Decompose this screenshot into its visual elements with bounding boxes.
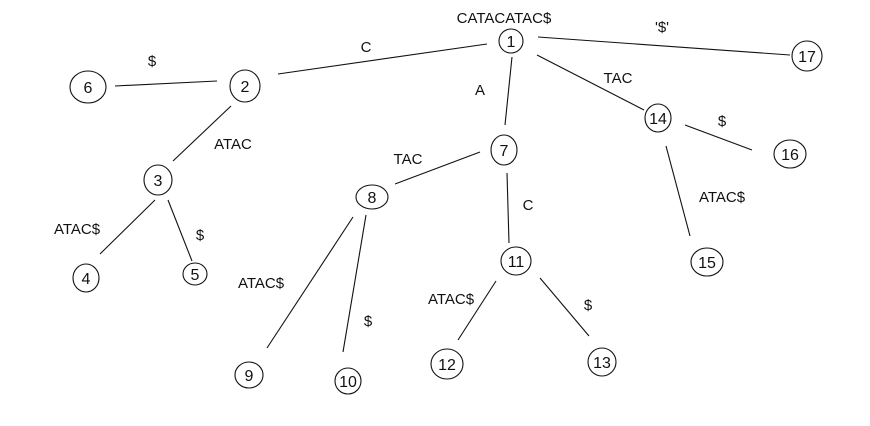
node-label-4: 4 (82, 271, 91, 288)
tree-node-7: 7 (490, 134, 518, 166)
node-label-6: 6 (84, 80, 93, 97)
node-circle-13 (587, 347, 617, 377)
tree-node-2: 2 (229, 69, 261, 103)
node-circle-7 (490, 134, 518, 166)
tree-node-16: 16 (773, 139, 807, 169)
tree-node-6: 6 (69, 70, 107, 104)
node-circle-4 (72, 263, 100, 293)
edge-label-n3-n4: ATAC$ (54, 221, 101, 238)
tree-node-11: 11 (500, 246, 532, 276)
edge-n1-n7 (504, 56, 513, 126)
edge-n1-n2 (277, 43, 488, 75)
edge-n14-n15 (665, 145, 691, 237)
edge-n2-n3 (172, 105, 232, 162)
tree-node-10: 10 (334, 367, 362, 395)
node-label-8: 8 (368, 190, 377, 207)
node-label-10: 10 (339, 374, 357, 391)
node-label-17: 17 (798, 49, 816, 66)
edge-label-n1-n7: A (475, 82, 485, 99)
node-circle-3 (143, 164, 173, 196)
edge-n3-n5 (167, 199, 193, 262)
node-label-1: 1 (507, 34, 516, 51)
edge-n11-n12 (457, 280, 497, 341)
edge-label-n14-n16: $ (718, 113, 727, 130)
tree-node-5: 5 (182, 262, 208, 286)
edge-label-n1-n14: TAC (604, 70, 633, 87)
edge-n8-n9 (266, 216, 354, 349)
tree-node-9: 9 (234, 361, 264, 389)
node-label-12: 12 (438, 357, 456, 374)
node-circle-8 (355, 184, 389, 210)
node-label-16: 16 (781, 147, 799, 164)
node-label-14: 14 (649, 111, 667, 128)
node-circle-11 (500, 246, 532, 276)
edge-label-n7-n11: C (523, 197, 534, 214)
tree-node-13: 13 (587, 347, 617, 377)
edge-label-n7-n8: TAC (394, 151, 423, 168)
node-circle-9 (234, 361, 264, 389)
node-circle-12 (430, 348, 464, 380)
node-circle-10 (334, 367, 362, 395)
tree-node-3: 3 (143, 164, 173, 196)
edge-label-n8-n9: ATAC$ (238, 275, 285, 292)
edge-label-n2-n6: $ (148, 53, 157, 70)
edge-label-n1-n17: '$' (655, 19, 669, 36)
tree-node-4: 4 (72, 263, 100, 293)
edge-label-n3-n5: $ (196, 227, 205, 244)
tree-node-8: 8 (355, 184, 389, 210)
edges-layer: CATAC'$'$ATACATAC$$TACCATAC$$ATAC$$$ATAC… (54, 19, 791, 353)
edge-n1-n14 (536, 54, 645, 111)
edge-label-n11-n13: $ (584, 297, 593, 314)
node-circle-5 (182, 262, 208, 286)
edge-label-n11-n12: ATAC$ (428, 291, 475, 308)
tree-node-17: 17 (791, 40, 823, 72)
node-label-3: 3 (154, 173, 163, 190)
node-circle-1 (498, 28, 524, 54)
tree-node-1: 1 (498, 28, 524, 54)
node-circle-17 (791, 40, 823, 72)
diagram-title: CATACATAC$ (457, 10, 552, 27)
edge-n2-n6 (114, 80, 218, 87)
edge-n11-n13 (539, 277, 590, 337)
node-label-5: 5 (191, 267, 200, 284)
edge-n14-n16 (684, 124, 753, 151)
node-label-9: 9 (245, 368, 254, 385)
edge-n7-n8 (394, 151, 481, 185)
node-circle-16 (773, 139, 807, 169)
node-label-11: 11 (508, 254, 525, 271)
node-label-13: 13 (593, 355, 611, 372)
tree-node-14: 14 (644, 103, 672, 133)
node-circle-15 (690, 247, 724, 277)
node-circle-2 (229, 69, 261, 103)
node-circle-6 (69, 70, 107, 104)
edge-n7-n11 (506, 172, 510, 244)
edge-label-n14-n15: ATAC$ (699, 189, 746, 206)
edge-n8-n10 (342, 214, 367, 353)
edge-n1-n17 (537, 36, 791, 56)
node-label-15: 15 (698, 255, 716, 272)
tree-node-15: 15 (690, 247, 724, 277)
node-label-2: 2 (241, 79, 250, 96)
tree-node-12: 12 (430, 348, 464, 380)
node-label-7: 7 (500, 143, 509, 160)
edge-label-n1-n2: C (361, 39, 372, 56)
edge-label-n2-n3: ATAC (214, 136, 252, 153)
node-circle-14 (644, 103, 672, 133)
edge-label-n8-n10: $ (364, 313, 373, 330)
edge-n3-n4 (99, 199, 156, 255)
